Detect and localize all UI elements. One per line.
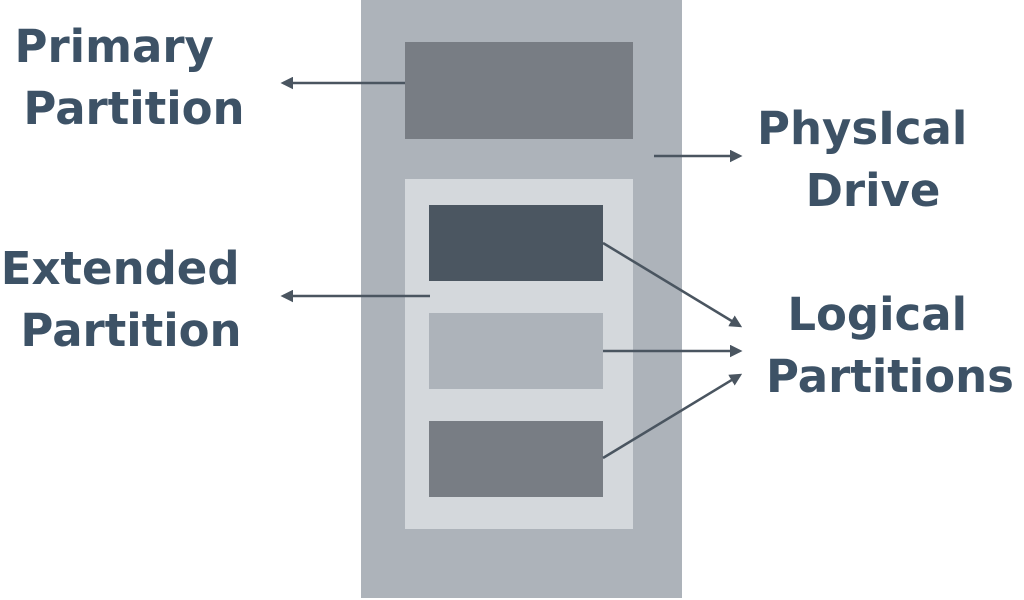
logical-partition-2 xyxy=(429,313,603,389)
physical-drive-label: PhysIcal Drive xyxy=(757,102,983,217)
arrow-logical-3 xyxy=(602,373,743,460)
logical-partition-1 xyxy=(429,205,603,281)
logical-partition-3 xyxy=(429,421,603,497)
extended-partition-label: Extended Partition xyxy=(1,242,255,357)
primary-partition-label: Primary Partition xyxy=(14,20,244,135)
primary-partition-box xyxy=(405,42,633,139)
arrow-logical-1 xyxy=(602,241,743,328)
logical-partitions-label: Logical Partitions xyxy=(766,288,1014,403)
